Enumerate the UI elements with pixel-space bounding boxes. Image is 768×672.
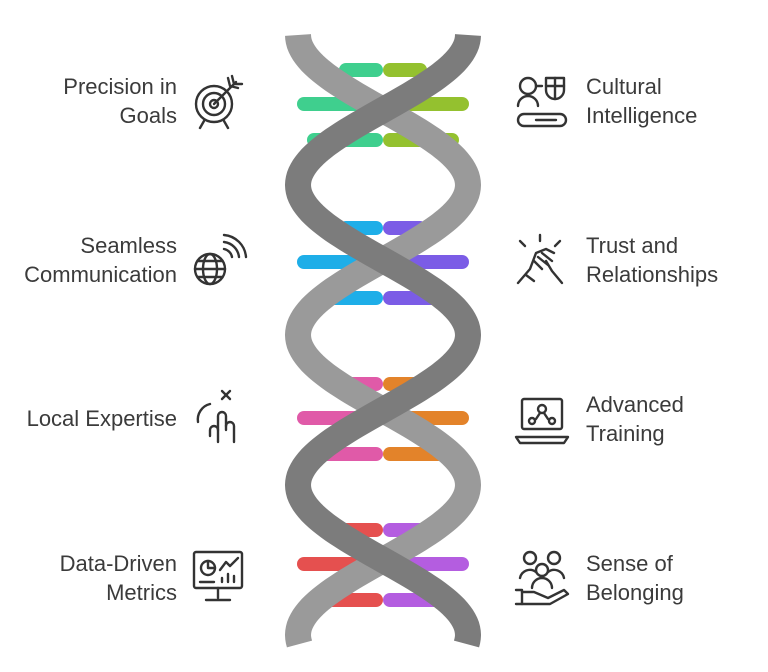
helix-strand-b bbox=[284, 34, 482, 648]
base-pair-left bbox=[339, 63, 383, 77]
culture-people-icon bbox=[512, 72, 572, 132]
label-local-expertise: Local Expertise bbox=[26, 406, 177, 431]
label-sense-of-belonging: Sense of Belonging bbox=[586, 551, 684, 605]
laptop-training-icon bbox=[512, 391, 572, 451]
helix-strand-a bbox=[284, 34, 482, 648]
label-precision-in-goals: Precision in Goals bbox=[63, 74, 177, 128]
dashboard-monitor-icon bbox=[188, 546, 248, 606]
handshake-icon bbox=[512, 231, 572, 291]
label-data-driven-metrics: Data-Driven Metrics bbox=[59, 551, 177, 605]
target-arrow-icon bbox=[188, 72, 248, 132]
label-seamless-communication: Seamless Communication bbox=[24, 233, 177, 287]
globe-signal-icon bbox=[188, 231, 248, 291]
hand-pointer-icon bbox=[188, 386, 248, 446]
label-advanced-training: Advanced Training bbox=[586, 392, 684, 446]
label-trust-and-relationships: Trust and Relationships bbox=[586, 233, 719, 287]
base-pair-right bbox=[383, 63, 427, 77]
community-hand-icon bbox=[512, 546, 572, 606]
label-cultural-intelligence: Cultural Intelligence bbox=[586, 74, 698, 128]
